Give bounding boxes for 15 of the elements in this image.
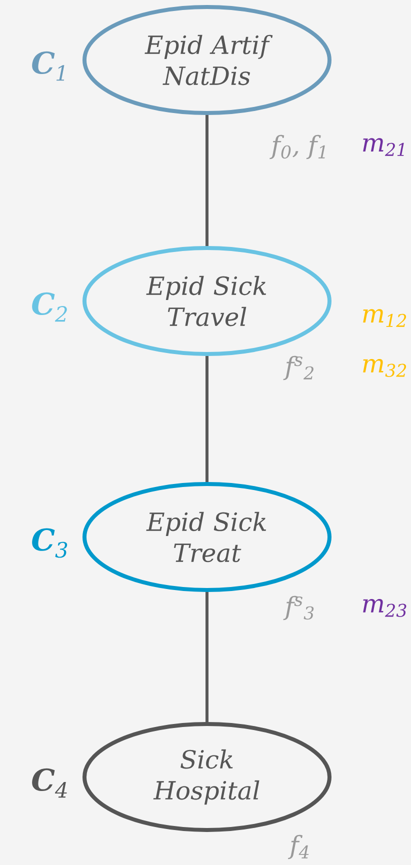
cluster-label: C$_{2}$ (32, 292, 67, 322)
ellipse-node: Sick Hospital (82, 722, 332, 832)
flow-label: m$_{23}$ (363, 599, 406, 617)
ellipse-node: Epid Sick Travel (82, 246, 332, 356)
cluster-label: C$_{1}$ (32, 51, 64, 81)
connector-line (206, 115, 208, 246)
connector-line (206, 356, 208, 482)
cluster-label: C$_{4}$ (32, 768, 67, 798)
ellipse-node: Epid Artif NatDis (82, 5, 332, 115)
flow-label: m$_{21}$ (363, 138, 404, 156)
cluster-label: C$_{3}$ (32, 528, 68, 558)
ellipse-node: Epid Sick Treat (82, 482, 332, 592)
flow-label: m$_{32}$ (363, 359, 406, 377)
flow-label: m$_{12}$ (363, 309, 406, 327)
connector-line (206, 592, 208, 722)
